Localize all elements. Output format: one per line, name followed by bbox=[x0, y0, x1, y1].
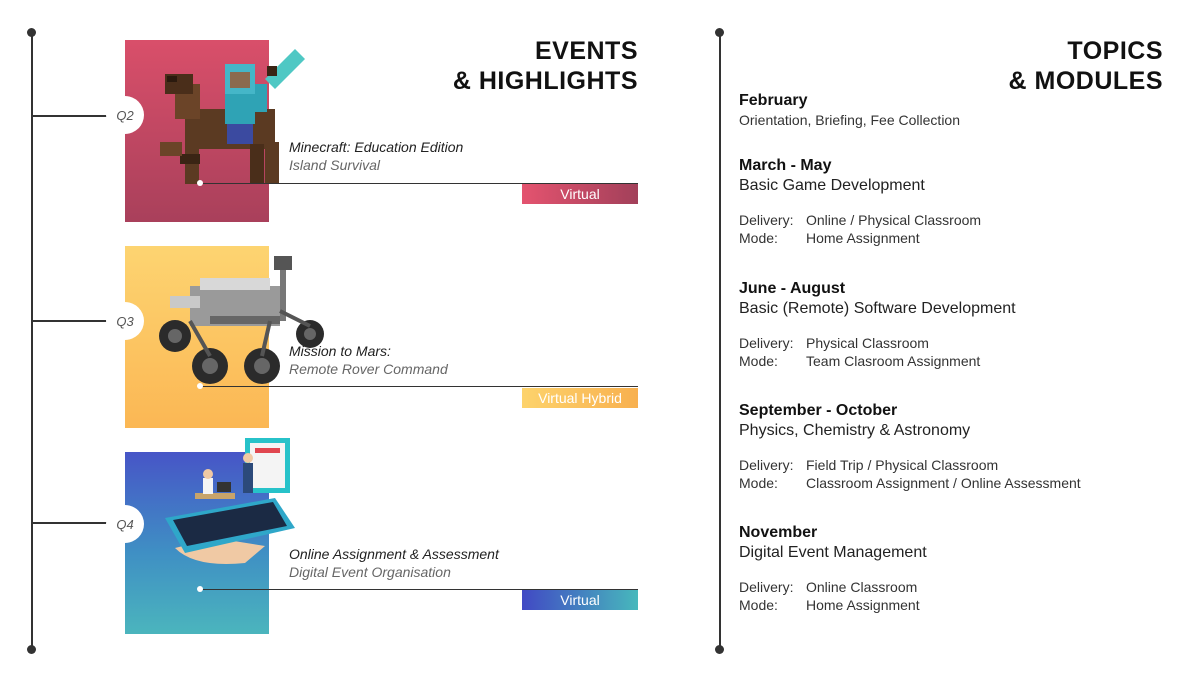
mode-label: Mode: bbox=[739, 474, 778, 491]
topic-name: Physics, Chemistry & Astronomy bbox=[739, 422, 971, 439]
quarter-badge-q4: Q4 bbox=[106, 505, 144, 543]
q2-connector bbox=[31, 115, 126, 117]
event-card-q4 bbox=[125, 438, 295, 634]
topic-month: March - May bbox=[739, 157, 832, 174]
event-subtitle-q3: Remote Rover Command bbox=[289, 361, 448, 377]
minecraft-horse-rider-illustration bbox=[160, 49, 305, 184]
topic-month: September - October bbox=[739, 402, 898, 419]
event-subtitle-q4: Digital Event Organisation bbox=[289, 564, 451, 580]
events-timeline bbox=[31, 32, 33, 650]
topics-heading-line2: & MODULES bbox=[1008, 67, 1163, 95]
delivery-value: Field Trip / Physical Classroom bbox=[806, 457, 999, 473]
delivery-value: Physical Classroom bbox=[806, 335, 929, 351]
event-line-dot-q2 bbox=[197, 180, 203, 186]
topic-name: Basic (Remote) Software Development bbox=[739, 300, 1016, 317]
topic-november: November Digital Event Management Delive… bbox=[739, 523, 927, 614]
mode-value: Home Assignment bbox=[806, 229, 920, 246]
delivery-label: Delivery: bbox=[739, 457, 794, 473]
event-title-q4: Online Assignment & Assessment bbox=[289, 546, 499, 562]
events-heading-line2: & HIGHLIGHTS bbox=[452, 67, 638, 95]
quarter-badge-q2: Q2 bbox=[106, 96, 144, 134]
events-heading: EVENTS & HIGHLIGHTS bbox=[453, 36, 638, 96]
event-subtitle-q2: Island Survival bbox=[289, 157, 381, 173]
topic-march-may: March - May Basic Game Development Deliv… bbox=[739, 156, 981, 247]
topic-september-october: September - October Physics, Chemistry &… bbox=[739, 401, 1081, 492]
topics-timeline-start-dot bbox=[715, 28, 724, 37]
topic-month: November bbox=[739, 524, 818, 541]
event-tag-q2: Virtual bbox=[522, 184, 638, 204]
events-heading-line1: EVENTS bbox=[534, 37, 638, 65]
topic-month: June - August bbox=[739, 280, 846, 297]
topic-february: February Orientation, Briefing, Fee Coll… bbox=[739, 91, 960, 129]
topic-june-august: June - August Basic (Remote) Software De… bbox=[739, 279, 1016, 370]
topic-month: February bbox=[739, 92, 808, 109]
event-card-q3 bbox=[125, 246, 324, 428]
topics-timeline bbox=[719, 32, 721, 650]
delivery-value: Online Classroom bbox=[806, 579, 918, 595]
q4-connector bbox=[31, 522, 126, 524]
event-line-q3 bbox=[199, 386, 638, 387]
event-line-dot-q4 bbox=[197, 586, 203, 592]
topic-name: Digital Event Management bbox=[739, 544, 927, 561]
topics-heading-line1: TOPICS bbox=[1067, 37, 1163, 65]
quarter-badge-q3: Q3 bbox=[106, 302, 144, 340]
delivery-label: Delivery: bbox=[739, 212, 794, 228]
delivery-label: Delivery: bbox=[739, 335, 794, 351]
topic-name: Basic Game Development bbox=[739, 177, 925, 194]
mode-value: Classroom Assignment / Online Assessment bbox=[806, 474, 1081, 491]
event-title-q3: Mission to Mars: bbox=[289, 343, 391, 359]
delivery-value: Online / Physical Classroom bbox=[806, 212, 982, 228]
mode-label: Mode: bbox=[739, 229, 778, 246]
q3-connector bbox=[31, 320, 126, 322]
mars-rover-illustration bbox=[159, 256, 324, 384]
delivery-label: Delivery: bbox=[739, 579, 794, 595]
mode-label: Mode: bbox=[739, 352, 778, 369]
event-line-q4 bbox=[199, 589, 638, 590]
timeline-start-dot bbox=[27, 28, 36, 37]
timeline-end-dot bbox=[27, 645, 36, 654]
online-lesson-phone-illustration bbox=[165, 438, 295, 564]
event-title-q2: Minecraft: Education Edition bbox=[289, 139, 464, 155]
event-card-q2 bbox=[125, 40, 305, 222]
mode-value: Team Clasroom Assignment bbox=[806, 352, 981, 369]
mode-value: Home Assignment bbox=[806, 596, 920, 613]
event-line-dot-q3 bbox=[197, 383, 203, 389]
event-line-q2 bbox=[199, 183, 638, 184]
topics-timeline-end-dot bbox=[715, 645, 724, 654]
event-tag-q3: Virtual Hybrid bbox=[522, 388, 638, 408]
mode-label: Mode: bbox=[739, 596, 778, 613]
event-tag-q4: Virtual bbox=[522, 590, 638, 610]
topics-heading: TOPICS & MODULES bbox=[1009, 36, 1164, 96]
topic-detail: Orientation, Briefing, Fee Collection bbox=[739, 112, 960, 128]
